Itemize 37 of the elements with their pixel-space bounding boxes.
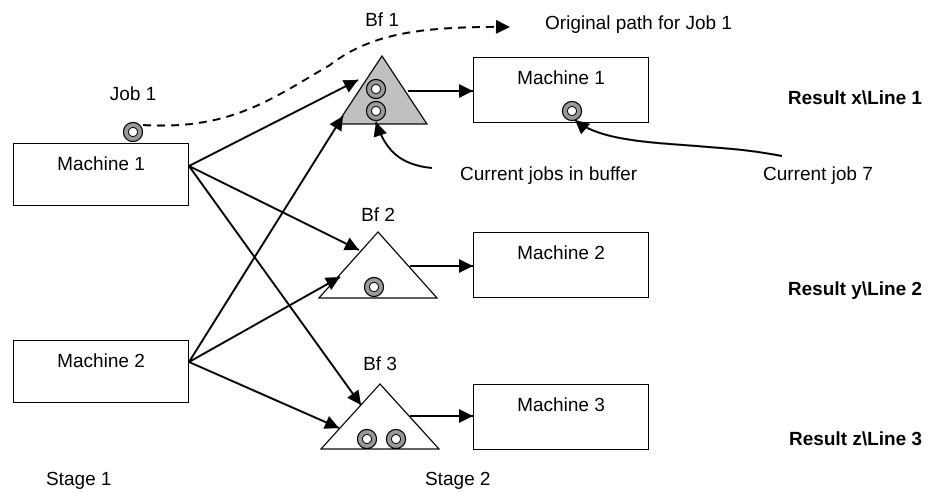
- buffer-label: Bf 1: [365, 10, 399, 32]
- job-token: [365, 78, 387, 100]
- result-label: Result x\Line 1: [788, 88, 922, 110]
- stage-label: Stage 2: [425, 469, 490, 491]
- arrow: [188, 165, 362, 406]
- machine-box: Machine 2: [13, 340, 189, 403]
- result-label: Result z\Line 3: [788, 429, 922, 451]
- buffer-triangle: [318, 205, 438, 299]
- buffer-triangle: [320, 354, 440, 450]
- machine-box: Machine 1: [13, 143, 189, 206]
- annotation-text: Current job 7: [763, 164, 873, 186]
- job-label: Job 1: [110, 84, 156, 106]
- arrow: [188, 79, 358, 167]
- job-token: [363, 276, 385, 298]
- arrow: [188, 361, 340, 429]
- machine-box: Machine 3: [473, 384, 649, 450]
- arrow: [408, 84, 473, 98]
- stage-label: Stage 1: [46, 469, 112, 491]
- leader-line: [574, 119, 782, 157]
- arrow: [188, 165, 360, 251]
- machine-box: Machine 1: [473, 57, 649, 123]
- arrow: [410, 259, 473, 273]
- job-token: [385, 428, 407, 450]
- job-token: [365, 100, 387, 122]
- buffer-label: Bf 3: [363, 354, 397, 376]
- job-token: [561, 100, 583, 122]
- leader-line: [374, 122, 432, 169]
- arrow: [410, 409, 473, 423]
- annotation-text: Original path for Job 1: [545, 13, 732, 35]
- result-label: Result y\Line 2: [788, 279, 922, 301]
- job-token: [356, 428, 378, 450]
- dashed-arrow: [142, 20, 510, 127]
- arrow: [188, 115, 344, 363]
- arrow: [188, 276, 340, 363]
- machine-box: Machine 2: [473, 232, 649, 298]
- buffer-label: Bf 2: [361, 205, 395, 227]
- annotation-text: Current jobs in buffer: [460, 164, 638, 186]
